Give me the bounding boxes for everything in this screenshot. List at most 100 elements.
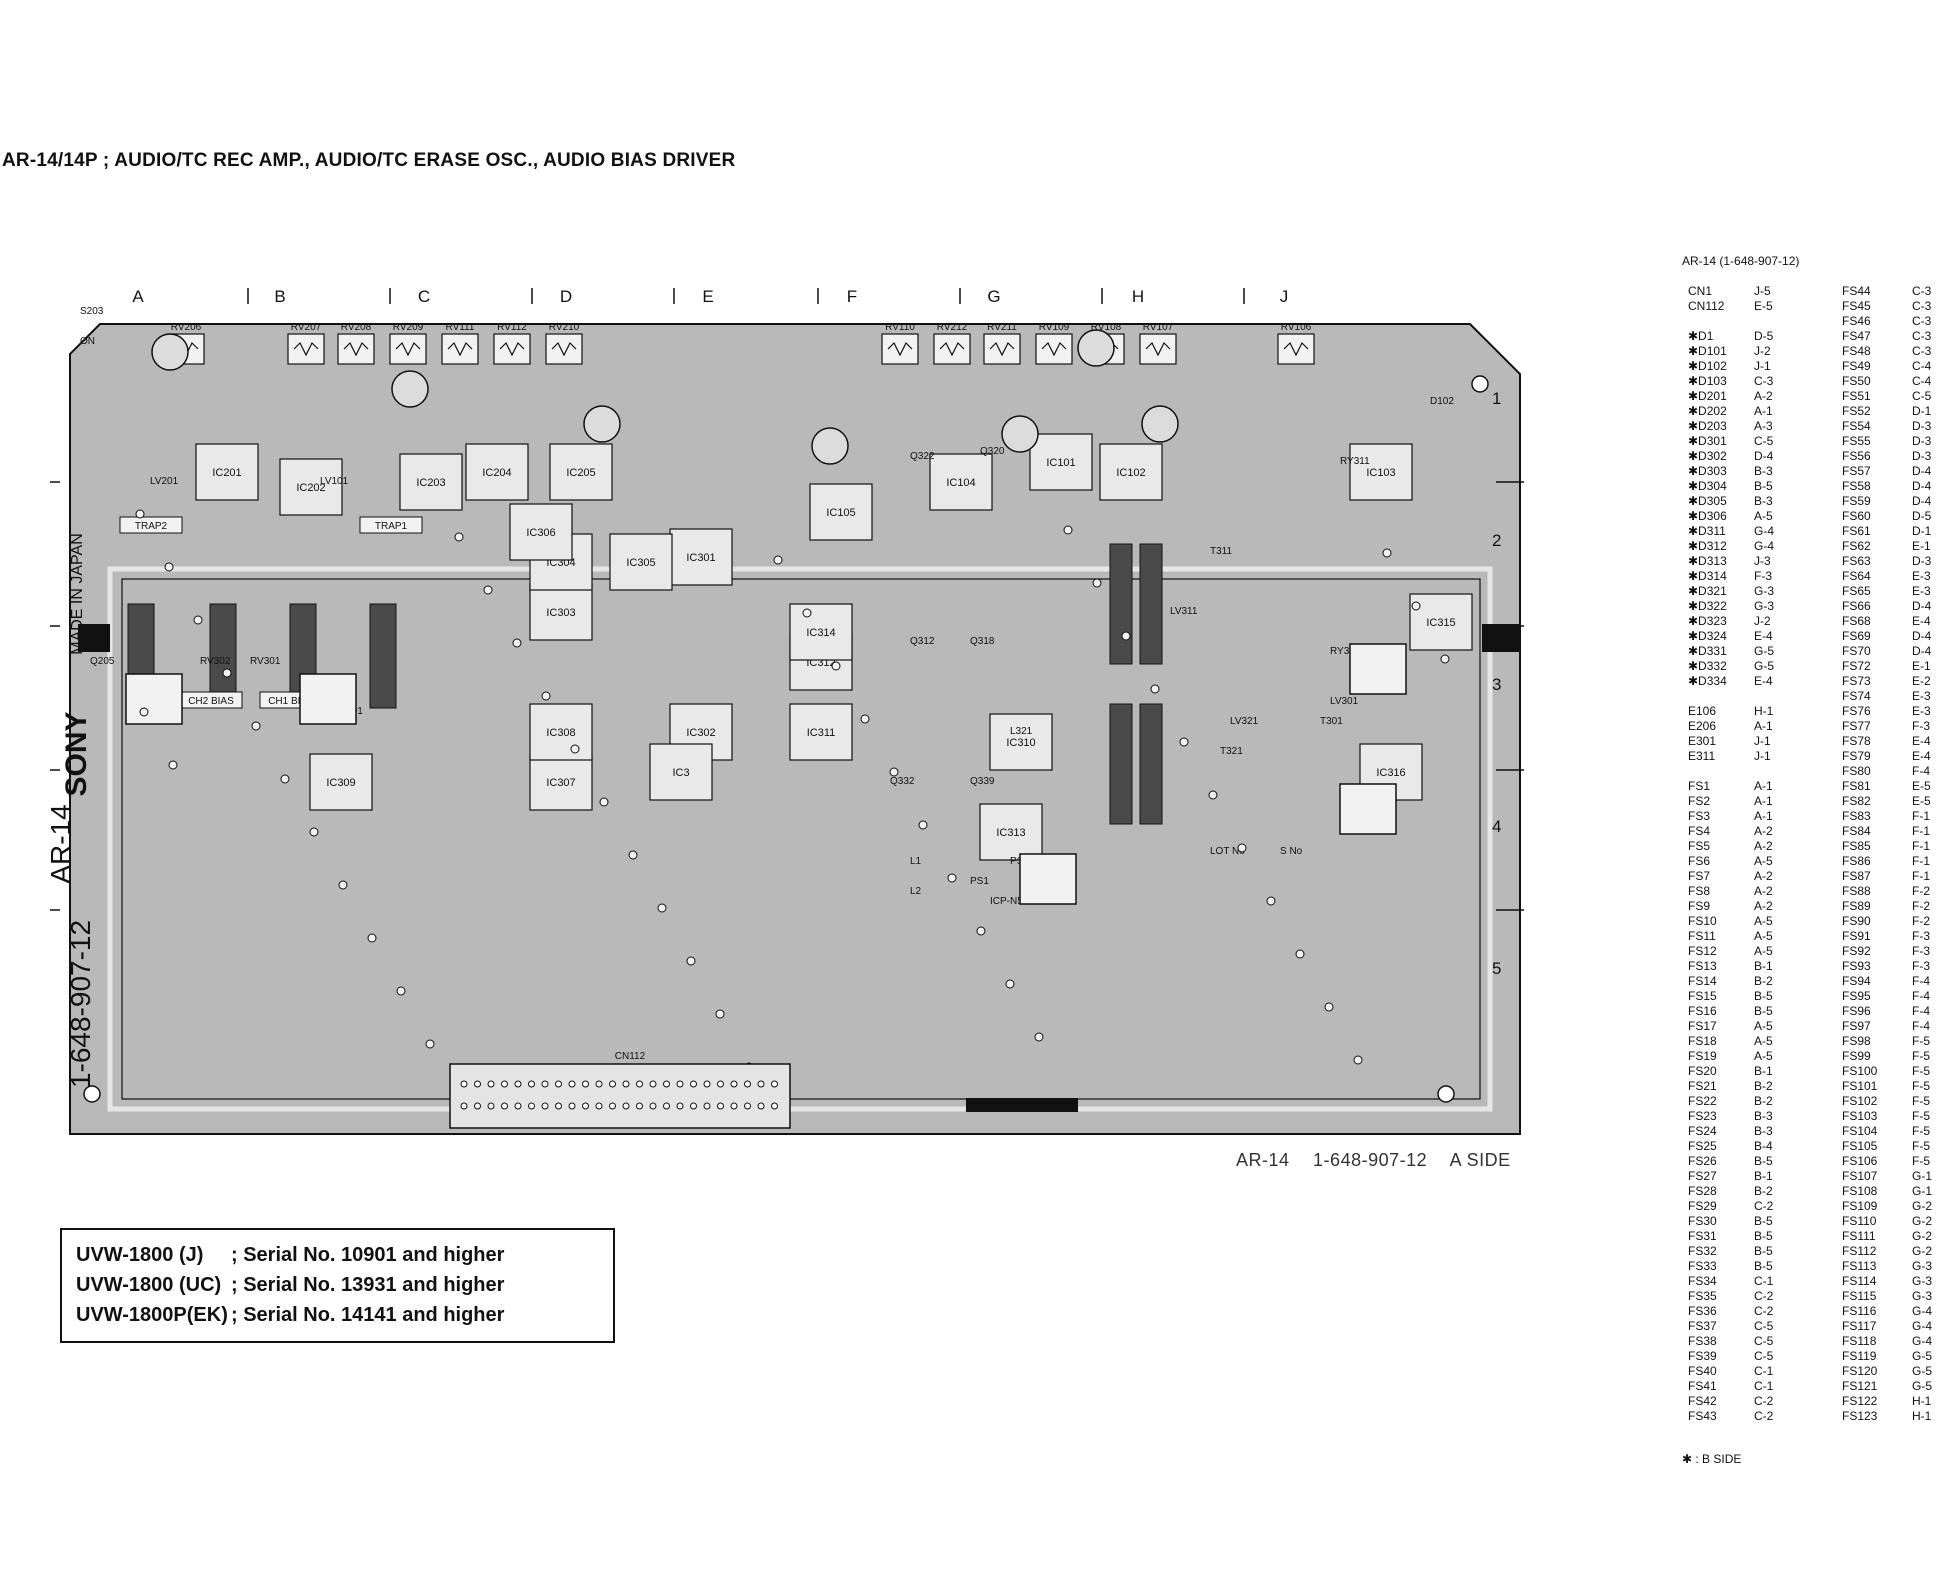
- legend-ref: FS48: [1842, 344, 1871, 358]
- legend-ref: ✱D324: [1688, 629, 1727, 643]
- ic-label: IC205: [566, 467, 595, 479]
- component-label: L2: [910, 886, 922, 897]
- legend-location: A-5: [1754, 854, 1773, 868]
- legend-location: C-5: [1754, 1334, 1774, 1348]
- trimmer-label: RV107: [1143, 322, 1174, 333]
- solder-pad: [1208, 790, 1218, 800]
- ic-label: IC309: [326, 777, 355, 789]
- legend-ref: FS84: [1842, 824, 1871, 838]
- legend-ref: FS33: [1688, 1259, 1717, 1273]
- solder-pad: [222, 668, 232, 678]
- component-label: Q318: [970, 636, 995, 647]
- legend-location: C-4: [1912, 359, 1932, 373]
- legend-ref: FS6: [1688, 854, 1711, 868]
- serial-line: UVW-1800 (UC); Serial No. 13931 and high…: [76, 1270, 599, 1300]
- component-label: Q322: [910, 451, 935, 462]
- legend-ref: ✱D303: [1688, 464, 1727, 478]
- component-label: LV101: [320, 476, 349, 487]
- solder-pad: [454, 532, 464, 542]
- legend-location: D-4: [1912, 464, 1932, 478]
- legend-ref: FS69: [1842, 629, 1871, 643]
- solder-pad: [831, 661, 841, 671]
- solder-pad: [251, 721, 261, 731]
- solder-pad: [135, 509, 145, 519]
- solder-pad: [1005, 979, 1015, 989]
- solder-pad: [1353, 1055, 1363, 1065]
- legend-location: J-1: [1754, 359, 1771, 373]
- legend-location: B-2: [1754, 1094, 1773, 1108]
- legend-location: D-4: [1912, 599, 1932, 613]
- serial-text: ; Serial No. 13931 and higher: [231, 1274, 505, 1296]
- legend-location: F-2: [1912, 899, 1930, 913]
- legend-location: G-4: [1912, 1334, 1933, 1348]
- ic-package: [529, 753, 593, 811]
- legend-ref: FS121: [1842, 1379, 1878, 1393]
- legend-location: G-1: [1912, 1184, 1933, 1198]
- legend-ref: FS56: [1842, 449, 1871, 463]
- connector-pin: [487, 1080, 495, 1088]
- legend-location: G-3: [1912, 1259, 1933, 1273]
- legend-location: A-3: [1754, 419, 1773, 433]
- legend-ref: FS99: [1842, 1049, 1871, 1063]
- legend-ref: ✱D301: [1688, 434, 1727, 448]
- solder-pad: [139, 707, 149, 717]
- legend-location: C-2: [1754, 1304, 1774, 1318]
- legend-location: A-5: [1754, 1034, 1773, 1048]
- legend-ref: FS41: [1688, 1379, 1717, 1393]
- connector-pin: [514, 1102, 522, 1110]
- connector-pin: [568, 1102, 576, 1110]
- trimmer-pot: [545, 333, 583, 365]
- legend-location: A-1: [1754, 719, 1773, 733]
- trimmer-pot: [441, 333, 479, 365]
- connector-pin: [541, 1080, 549, 1088]
- trap-label: TRAP2: [135, 521, 168, 532]
- legend-ref: E301: [1688, 734, 1717, 748]
- component-label: T301: [1320, 716, 1343, 727]
- legend-location: A-1: [1754, 779, 1773, 793]
- solder-pad: [1295, 949, 1305, 959]
- legend-location: G-3: [1912, 1274, 1933, 1288]
- connector-pin: [636, 1080, 643, 1088]
- legend-ref: ✱D312: [1688, 539, 1727, 553]
- ic-label: IC316: [1376, 767, 1405, 779]
- legend-ref: FS90: [1842, 914, 1871, 928]
- legend-ref: FS70: [1842, 644, 1871, 658]
- component-label: Q205: [90, 656, 115, 667]
- legend-location: G-4: [1754, 524, 1775, 538]
- legend-location: F-1: [1912, 809, 1930, 823]
- legend-location: F-4: [1912, 974, 1930, 988]
- legend-location: F-5: [1912, 1064, 1930, 1078]
- legend-location: G-2: [1912, 1199, 1933, 1213]
- ic-package: [509, 503, 573, 561]
- legend-ref: FS29: [1688, 1199, 1717, 1213]
- legend-location: F-3: [1912, 929, 1930, 943]
- legend-ref: ✱D304: [1688, 479, 1727, 493]
